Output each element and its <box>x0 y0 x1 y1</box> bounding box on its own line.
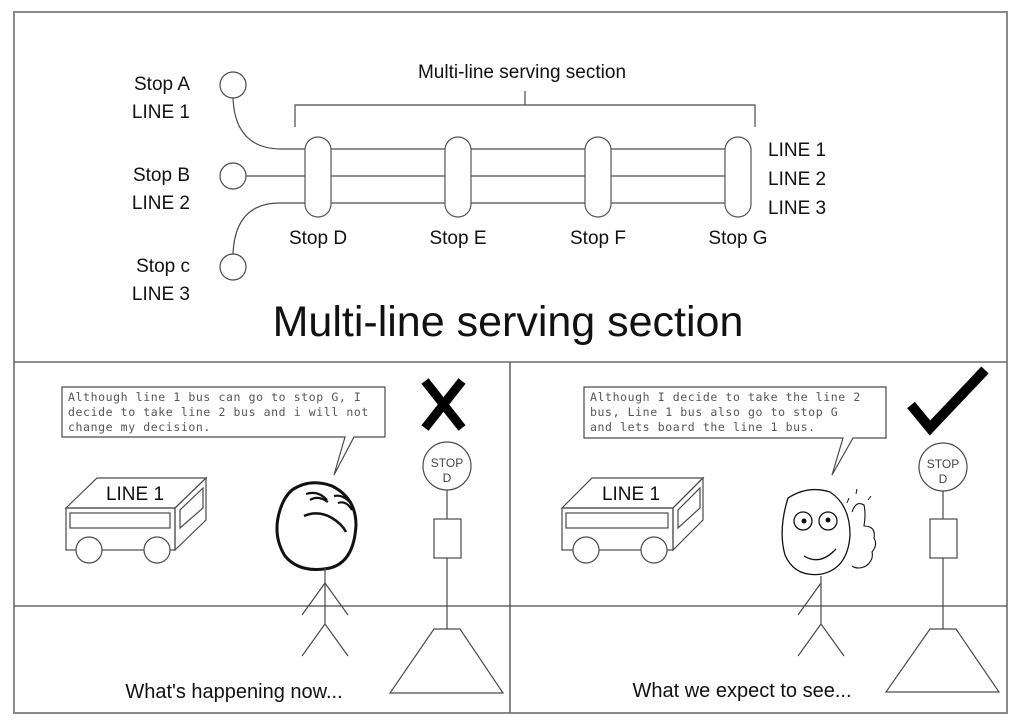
bus-wheel-front <box>640 536 668 564</box>
bus-wheel-rear <box>572 536 600 564</box>
route-diagram <box>219 71 756 281</box>
bus-window <box>69 512 171 529</box>
stop-e-label: Stop E <box>429 228 486 249</box>
stop-sign-text-2: D <box>443 471 452 485</box>
section-bracket <box>294 104 756 127</box>
timetable-box <box>929 518 958 559</box>
speech-right-line-1: Although I decide to take the line 2 <box>590 390 861 404</box>
bracket-label: Multi-line serving section <box>418 62 626 83</box>
line-2-label: LINE 2 <box>768 169 826 190</box>
right-leg <box>820 623 845 657</box>
left-panel: Although line 1 bus can go to stop G, I … <box>61 378 505 703</box>
left-pupil <box>801 518 807 524</box>
thumbs-up-icon <box>851 503 877 569</box>
bus-front <box>174 476 207 552</box>
sign-base <box>388 628 505 694</box>
stop-a-label: Stop A <box>134 74 190 95</box>
bus-wheel-rear <box>75 536 103 564</box>
line-3-route <box>232 202 750 255</box>
stop-d-capsule <box>304 136 332 218</box>
right-panel: Although I decide to take the line 2 bus… <box>560 366 1001 702</box>
stop-b-line-label: LINE 2 <box>132 193 190 214</box>
right-arm <box>324 582 349 616</box>
stop-sign-text-1: STOP <box>927 457 959 471</box>
speech-right-line-2: bus, Line 1 bus also go to stop G <box>590 405 838 419</box>
left-arm <box>301 582 326 616</box>
speech-bubble-right <box>583 386 887 476</box>
stop-g-label: Stop G <box>708 228 767 249</box>
bus-stop-sign-right: STOP D <box>884 442 1001 693</box>
stop-g-capsule <box>724 136 752 218</box>
speech-left-line-2: decide to take line 2 bus and i will not <box>68 405 369 419</box>
stop-d-label: Stop D <box>289 228 347 249</box>
left-arm <box>797 582 822 616</box>
squinting-eyes <box>305 491 353 511</box>
speech-bubble-left <box>61 386 386 476</box>
bus-stop-sign-left: STOP D <box>388 441 505 694</box>
happy-face <box>781 488 851 576</box>
bus-wheel-front <box>143 536 171 564</box>
stop-f-label: Stop F <box>570 228 626 249</box>
bus-windshield <box>179 486 204 530</box>
right-caption: What we expect to see... <box>633 680 852 702</box>
line-1-route <box>232 97 750 150</box>
smile <box>803 548 837 561</box>
left-leg <box>797 623 822 657</box>
right-leg <box>324 623 349 657</box>
origin-stop-a-circle <box>219 71 247 99</box>
timetable-box <box>433 518 462 559</box>
stop-e-capsule <box>444 136 472 218</box>
cross-icon <box>421 378 466 431</box>
left-leg <box>301 623 326 657</box>
bus-front <box>672 476 704 552</box>
determined-face <box>275 481 358 571</box>
speech-left-line-1: Although line 1 bus can go to stop G, I <box>68 390 361 404</box>
line-1-label: LINE 1 <box>768 140 826 161</box>
bus-windshield <box>677 486 701 530</box>
bus-left: LINE 1 <box>64 476 208 564</box>
left-caption: What's happening now... <box>125 681 342 703</box>
person-happy <box>781 488 877 657</box>
stop-f-capsule <box>584 136 612 218</box>
stop-b-label: Stop B <box>133 165 190 186</box>
bus-left-label: LINE 1 <box>106 484 164 505</box>
sparkle-marks <box>846 488 872 504</box>
frowning-mouth <box>303 512 348 533</box>
stop-sign-text-1: STOP <box>431 456 463 470</box>
stop-sign-text-2: D <box>939 472 948 486</box>
check-icon <box>907 366 989 436</box>
speech-right-line-3: and lets board the line 1 bus. <box>590 420 816 434</box>
bus-right-label: LINE 1 <box>602 484 660 505</box>
stop-c-line-label: LINE 3 <box>132 284 190 305</box>
right-pupil <box>825 517 831 523</box>
page-title: Multi-line serving section <box>273 298 744 346</box>
speech-left-line-3: change my decision. <box>68 420 211 434</box>
stop-c-label: Stop c <box>136 256 190 277</box>
origin-stop-c-circle <box>219 253 247 281</box>
person-determined <box>275 481 358 657</box>
bus-window <box>565 512 669 529</box>
bus-right: LINE 1 <box>560 476 705 564</box>
line-3-label: LINE 3 <box>768 198 826 219</box>
sign-base <box>884 628 1001 693</box>
origin-stop-b-circle <box>219 162 247 190</box>
stop-a-line-label: LINE 1 <box>132 102 190 123</box>
